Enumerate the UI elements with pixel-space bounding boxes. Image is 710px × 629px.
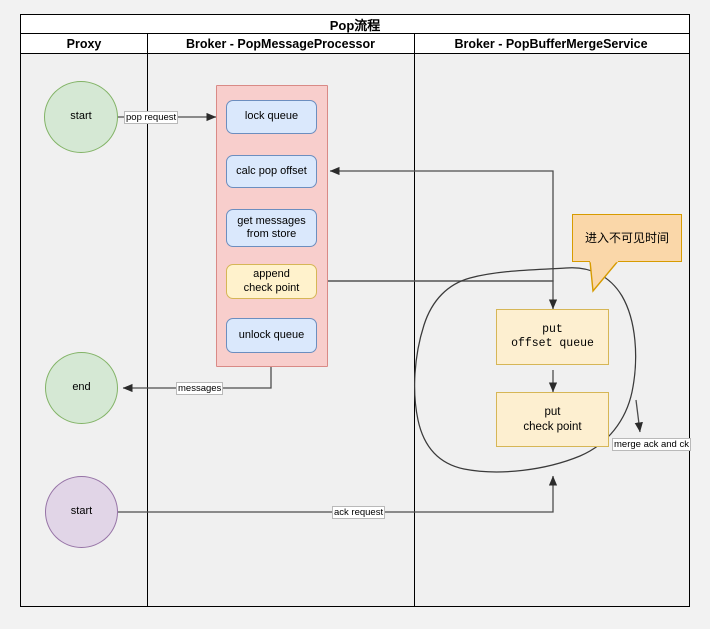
edge-label-ack-request: ack request (332, 506, 386, 519)
lane-header-row: Proxy Broker - PopMessageProcessor Broke… (21, 34, 689, 54)
node-lock-queue[interactable]: lock queue (226, 100, 317, 134)
page-title: Pop流程 (21, 15, 689, 34)
edge-label-pop-request: pop request (124, 111, 179, 124)
node-put-offset-queue[interactable]: put offset queue (496, 309, 609, 365)
lane-divider-1 (147, 34, 148, 606)
node-calc-pop-offset[interactable]: calc pop offset (226, 155, 317, 188)
lane-header-proxy: Proxy (66, 36, 102, 51)
lane-header-popbuffermergeservice: Broker - PopBufferMergeService (454, 36, 648, 51)
node-get-messages-from-store[interactable]: get messages from store (226, 209, 317, 247)
node-start-ack[interactable]: start (45, 476, 118, 548)
lane-divider-2 (414, 34, 415, 606)
node-end-pop[interactable]: end (45, 352, 118, 424)
lane-header-popmessageprocessor: Broker - PopMessageProcessor (186, 36, 375, 51)
node-put-check-point[interactable]: put check point (496, 392, 609, 447)
edge-label-messages: messages (176, 382, 224, 395)
callout-tail-icon (589, 261, 619, 293)
edge-label-merge-ack-and-ck: merge ack and ck (612, 438, 691, 451)
callout-invisible-time: 进入不可见时间 (572, 214, 682, 262)
node-unlock-queue[interactable]: unlock queue (226, 318, 317, 353)
node-start-pop[interactable]: start (44, 81, 118, 153)
node-append-check-point[interactable]: append check point (226, 264, 317, 299)
